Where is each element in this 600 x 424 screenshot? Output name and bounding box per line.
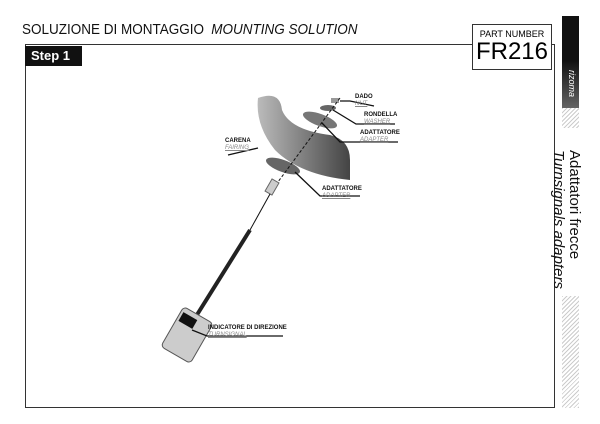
part-number-value: FR216 <box>475 38 549 65</box>
nut <box>331 98 339 103</box>
decor-stripes <box>562 108 579 128</box>
turnsignal-shape <box>161 307 213 363</box>
washer <box>320 105 336 111</box>
adapter-bottom <box>265 157 301 175</box>
page-title: SOLUZIONE DI MONTAGGIO MOUNTING SOLUTION <box>22 21 357 38</box>
step-label: Step 1 <box>25 46 82 66</box>
title-english: MOUNTING SOLUTION <box>211 21 358 38</box>
diagram-frame <box>25 44 555 408</box>
decor-stripes <box>562 296 579 408</box>
title-italian: SOLUZIONE DI MONTAGGIO <box>22 21 205 38</box>
fairing-shape <box>257 95 350 180</box>
part-number-label: PART NUMBER <box>479 29 545 39</box>
brand-strip <box>562 16 579 128</box>
adapter-top <box>302 111 338 129</box>
